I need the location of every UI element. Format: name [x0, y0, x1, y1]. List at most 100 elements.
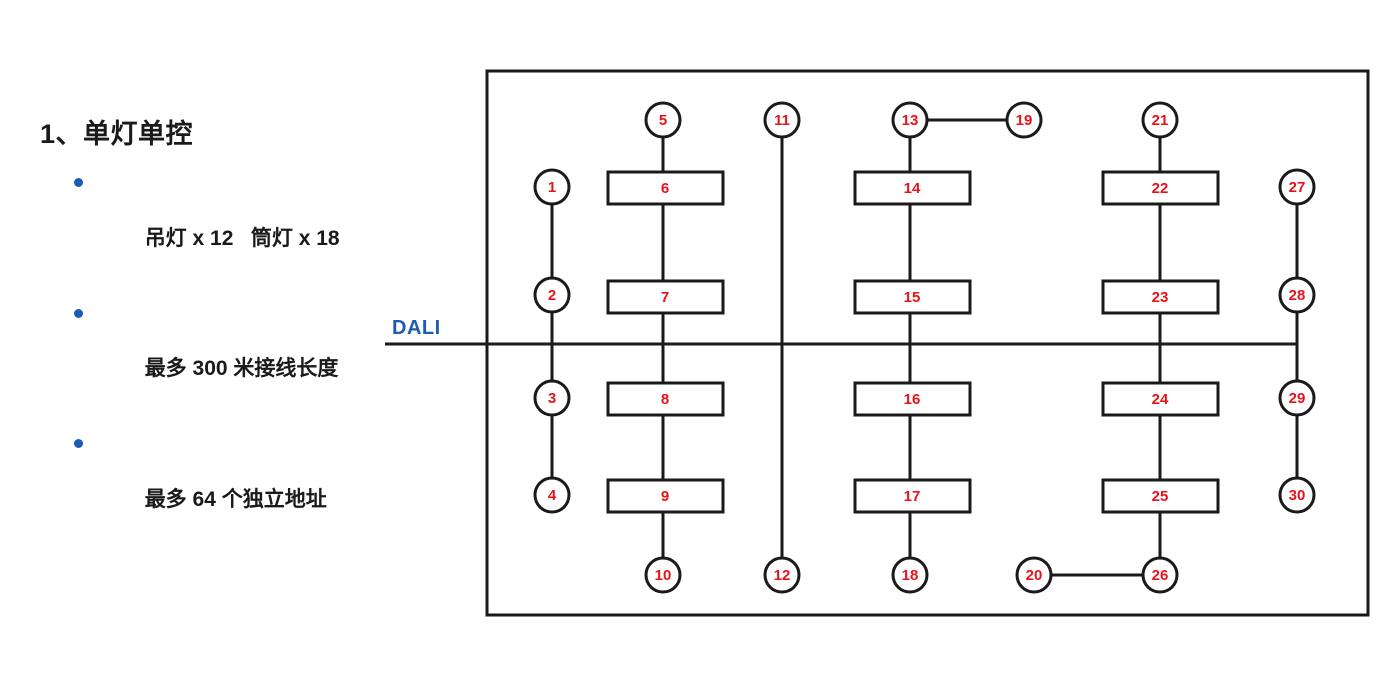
- list-item-label: 最多 64 个独立地址: [144, 487, 327, 511]
- circle-node-shape: [891, 101, 929, 139]
- bullet-dot-icon: [74, 178, 83, 188]
- circle-node-12[interactable]: 12: [763, 556, 801, 594]
- circle-node-shape: [1278, 168, 1316, 206]
- rect-node-shape: [606, 381, 725, 417]
- list-item-label: 最多 300 米接线长度: [144, 357, 339, 381]
- circle-node-label: 28: [1289, 287, 1306, 304]
- circle-node-21[interactable]: 21: [1141, 101, 1179, 139]
- circle-node-label: 29: [1289, 390, 1306, 407]
- circle-node-28[interactable]: 28: [1278, 276, 1316, 314]
- bullet-dot-icon: [74, 439, 83, 449]
- rect-node-8[interactable]: 8: [606, 381, 725, 417]
- circle-node-19[interactable]: 19: [1005, 101, 1043, 139]
- feature-bullet-list: 吊灯 x 12 筒灯 x 18 最多 300 米接线长度 最多 64 个独立地址: [40, 168, 390, 542]
- rect-node-shape: [1101, 381, 1220, 417]
- circle-node-shape: [644, 556, 682, 594]
- circle-node-label: 5: [659, 112, 667, 129]
- rect-node-24[interactable]: 24: [1101, 381, 1220, 417]
- circle-node-shape: [1278, 476, 1316, 514]
- circle-node-label: 3: [548, 390, 556, 407]
- rect-node-25[interactable]: 25: [1101, 478, 1220, 514]
- circle-node-label: 10: [655, 567, 672, 584]
- circle-node-shape: [1005, 101, 1043, 139]
- circle-node-label: 2: [548, 287, 556, 304]
- circle-node-10[interactable]: 10: [644, 556, 682, 594]
- circle-node-5[interactable]: 5: [644, 101, 682, 139]
- circle-node-label: 12: [774, 567, 791, 584]
- rect-node-15[interactable]: 15: [853, 279, 972, 315]
- rect-node-6[interactable]: 6: [606, 170, 725, 206]
- text-panel: 1、单灯单控 吊灯 x 12 筒灯 x 18 最多 300 米接线长度 最多 6…: [40, 118, 390, 560]
- rect-node-label: 15: [904, 289, 921, 306]
- circle-node-2[interactable]: 2: [533, 276, 571, 314]
- circle-node-shape: [533, 168, 571, 206]
- rect-node-label: 8: [661, 391, 669, 408]
- rect-node-shape: [606, 478, 725, 514]
- rect-node-label: 24: [1152, 391, 1169, 408]
- circle-node-shape: [533, 379, 571, 417]
- rect-node-14[interactable]: 14: [853, 170, 972, 206]
- circle-node-3[interactable]: 3: [533, 379, 571, 417]
- rect-node-shape: [853, 381, 972, 417]
- circle-node-26[interactable]: 26: [1141, 556, 1179, 594]
- rect-node-17[interactable]: 17: [853, 478, 972, 514]
- circle-node-shape: [1278, 379, 1316, 417]
- rect-node-label: 7: [661, 289, 669, 306]
- circle-node-label: 26: [1152, 567, 1169, 584]
- circle-node-13[interactable]: 13: [891, 101, 929, 139]
- circle-node-shape: [763, 101, 801, 139]
- rect-node-shape: [1101, 478, 1220, 514]
- circle-node-4[interactable]: 4: [533, 476, 571, 514]
- circle-node-label: 20: [1026, 567, 1043, 584]
- circle-node-label: 30: [1289, 487, 1306, 504]
- circle-node-11[interactable]: 11: [763, 101, 801, 139]
- circle-node-shape: [891, 556, 929, 594]
- rect-node-label: 17: [904, 488, 921, 505]
- dali-bus-label: DALI: [392, 317, 441, 339]
- rect-node-shape: [853, 170, 972, 206]
- rect-node-shape: [853, 478, 972, 514]
- circle-node-shape: [763, 556, 801, 594]
- circle-node-shape: [644, 101, 682, 139]
- circle-node-label: 19: [1016, 112, 1033, 129]
- circle-node-18[interactable]: 18: [891, 556, 929, 594]
- rect-node-7[interactable]: 7: [606, 279, 725, 315]
- circle-node-1[interactable]: 1: [533, 168, 571, 206]
- rect-node-label: 22: [1152, 180, 1169, 197]
- rect-node-label: 6: [661, 180, 669, 197]
- list-item-label: 吊灯 x 12 筒灯 x 18: [144, 227, 340, 251]
- circle-node-shape: [1015, 556, 1053, 594]
- rect-node-16[interactable]: 16: [853, 381, 972, 417]
- rect-node-label: 23: [1152, 289, 1169, 306]
- bullet-dot-icon: [74, 308, 83, 318]
- circle-node-label: 4: [548, 487, 557, 504]
- circle-node-27[interactable]: 27: [1278, 168, 1316, 206]
- circle-node-29[interactable]: 29: [1278, 379, 1316, 417]
- rect-node-label: 16: [904, 391, 921, 408]
- rect-node-22[interactable]: 22: [1101, 170, 1220, 206]
- rect-node-9[interactable]: 9: [606, 478, 725, 514]
- circle-node-label: 18: [902, 567, 919, 584]
- circle-node-30[interactable]: 30: [1278, 476, 1316, 514]
- circle-node-label: 21: [1152, 112, 1169, 129]
- circle-node-label: 13: [902, 112, 919, 129]
- circle-node-label: 1: [548, 179, 556, 196]
- rect-node-label: 14: [904, 180, 921, 197]
- rect-node-shape: [1101, 170, 1220, 206]
- circle-node-shape: [1141, 556, 1179, 594]
- rect-node-shape: [853, 279, 972, 315]
- circle-node-shape: [533, 476, 571, 514]
- circle-node-label: 27: [1289, 179, 1306, 196]
- circle-node-shape: [1278, 276, 1316, 314]
- circle-node-20[interactable]: 20: [1015, 556, 1053, 594]
- rect-node-23[interactable]: 23: [1101, 279, 1220, 315]
- rect-node-shape: [606, 170, 725, 206]
- rect-node-label: 25: [1152, 488, 1169, 505]
- panel-title: 1、单灯单控: [40, 119, 194, 149]
- circle-node-label: 11: [774, 112, 790, 129]
- list-item: 最多 300 米接线长度: [74, 299, 390, 412]
- rect-node-shape: [1101, 279, 1220, 315]
- rect-node-shape: [606, 279, 725, 315]
